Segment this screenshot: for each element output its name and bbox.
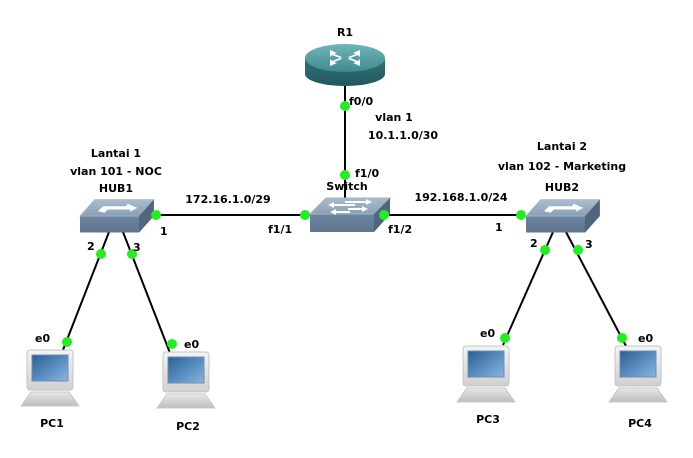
port-hub2-2[interactable] (540, 245, 550, 255)
port-r1-f0-0[interactable] (340, 101, 350, 111)
port-label-switch-f1-1: f1/1 (268, 223, 292, 236)
switch-icon (308, 197, 392, 232)
link-note-subnet-192: 192.168.1.0/24 (414, 191, 507, 204)
pc1-device[interactable]: PC1 (20, 349, 80, 430)
port-label-pc3-e0: e0 (480, 327, 495, 340)
pc-icon (156, 351, 216, 409)
device-label-switch: Switch (326, 180, 367, 193)
device-label-hub2: HUB2 (545, 181, 579, 194)
pc2-device[interactable]: PC2 (156, 351, 216, 433)
link-note-subnet-10: 10.1.1.0/30 (368, 129, 438, 142)
pc-icon (456, 345, 516, 403)
device-label-pc1: PC1 (40, 417, 64, 430)
port-pc3-e0[interactable] (500, 333, 510, 343)
port-label-pc1-e0: e0 (35, 332, 50, 345)
hub1-annotation-vlan: vlan 101 - NOC (70, 165, 162, 178)
port-hub1-3[interactable] (127, 249, 137, 259)
port-switch-f1-2[interactable] (379, 210, 389, 220)
router-icon (305, 44, 385, 86)
device-label-hub1: HUB1 (99, 182, 133, 195)
hub-icon (79, 199, 155, 233)
link-note-vlan1: vlan 1 (375, 111, 413, 124)
device-label-pc4: PC4 (628, 417, 652, 430)
device-label-r1: R1 (337, 26, 353, 39)
port-switch-f1-0[interactable] (340, 170, 350, 180)
hub-icon (525, 199, 601, 233)
port-hub1-1[interactable] (151, 210, 161, 220)
pc3-device[interactable]: PC3 (456, 345, 516, 426)
device-label-pc2: PC2 (176, 420, 200, 433)
switch-device[interactable]: Switch (308, 180, 392, 232)
port-hub2-1[interactable] (516, 210, 526, 220)
port-hub2-3[interactable] (573, 245, 583, 255)
port-label-hub1-2: 2 (87, 240, 95, 253)
pc-icon (608, 345, 668, 403)
port-hub1-2[interactable] (96, 249, 106, 259)
hub2-annotation-vlan: vlan 102 - Marketing (498, 160, 626, 173)
port-label-hub2-1: 1 (495, 221, 503, 234)
port-label-hub1-3: 3 (133, 241, 141, 254)
port-label-hub2-3: 3 (585, 238, 593, 251)
hub2-device[interactable]: Lantai 2 vlan 102 - Marketing HUB2 (498, 140, 626, 233)
port-pc1-e0[interactable] (62, 337, 72, 347)
hub2-annotation-floor: Lantai 2 (537, 140, 587, 153)
port-label-hub2-2: 2 (530, 237, 538, 250)
pc4-device[interactable]: PC4 (608, 345, 668, 430)
port-label-pc2-e0: e0 (184, 338, 199, 351)
hub1-device[interactable]: Lantai 1 vlan 101 - NOC HUB1 (70, 147, 162, 233)
port-label-switch-f1-0: f1/0 (355, 167, 379, 180)
port-label-pc4-e0: e0 (638, 332, 653, 345)
hub1-annotation-floor: Lantai 1 (91, 147, 141, 160)
device-label-pc3: PC3 (476, 413, 500, 426)
port-pc2-e0[interactable] (167, 339, 177, 349)
port-switch-f1-1[interactable] (300, 210, 310, 220)
router-r1[interactable]: R1 (305, 26, 385, 86)
port-label-r1-f0-0: f0/0 (349, 95, 373, 108)
link-note-subnet-172: 172.16.1.0/29 (185, 193, 270, 206)
port-pc4-e0[interactable] (617, 333, 627, 343)
pc-icon (20, 349, 80, 407)
port-label-switch-f1-2: f1/2 (388, 223, 412, 236)
port-label-hub1-1: 1 (160, 225, 168, 238)
